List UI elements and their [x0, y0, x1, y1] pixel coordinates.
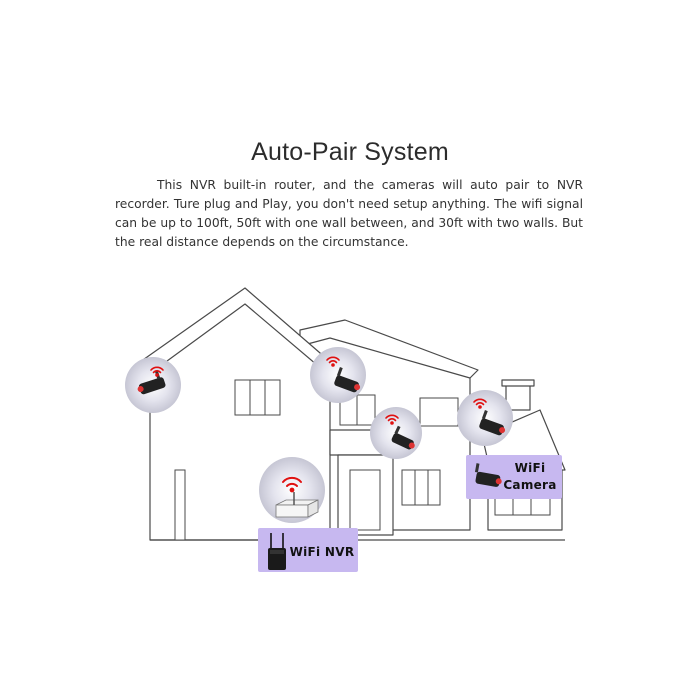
nvr-recorder-icon — [275, 492, 319, 518]
description-paragraph: This NVR built-in router, and the camera… — [115, 178, 583, 249]
wifi-camera-label: WiFi Camera — [466, 455, 562, 499]
wifi-nvr-label: WiFi NVR — [258, 528, 358, 572]
antenna-icon — [270, 533, 284, 548]
wifi-camera-label-line2: Camera — [503, 478, 556, 492]
security-camera-icon — [474, 463, 502, 487]
page-title: Auto-Pair System — [251, 138, 449, 166]
wifi-signal-icon — [150, 356, 487, 493]
wifi-nvr-label-text: WiFi NVR — [290, 545, 355, 559]
nvr-recorder-icon — [268, 548, 286, 570]
wifi-camera-label-line1: WiFi — [515, 461, 546, 475]
